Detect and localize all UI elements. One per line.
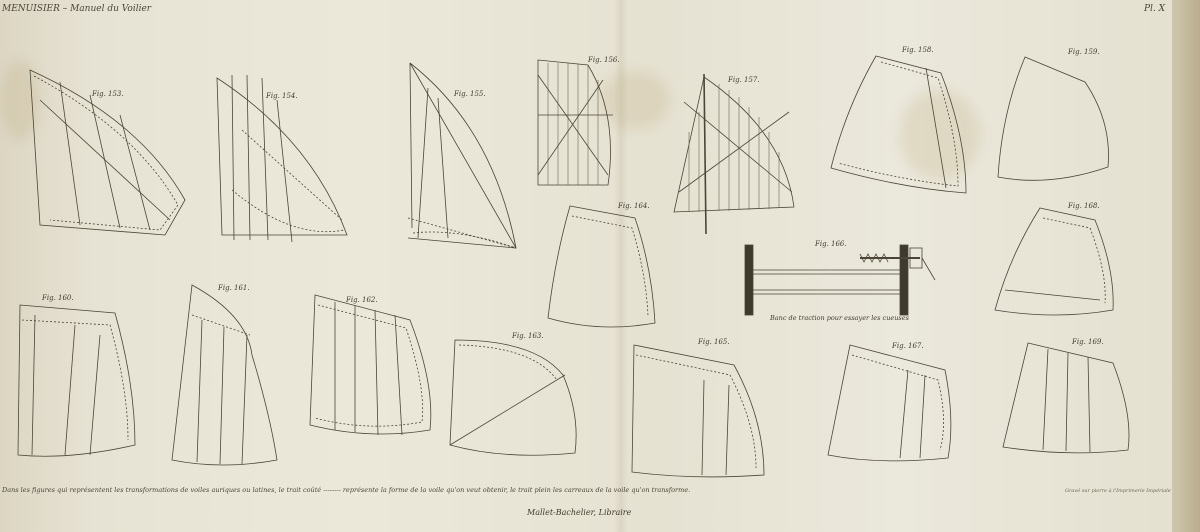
plate-caption: Dans les figures qui représentent les tr… bbox=[2, 486, 691, 494]
fig-156-drawing bbox=[537, 59, 613, 186]
fig-162-drawing bbox=[309, 294, 432, 436]
fig-161-label: Fig. 161. bbox=[218, 284, 250, 292]
fig-169-drawing bbox=[1002, 342, 1130, 454]
fig-154-drawing bbox=[216, 74, 348, 243]
publisher-imprint: Mallet-Bachelier, Libraire bbox=[527, 508, 632, 517]
fig-167-drawing bbox=[827, 344, 952, 462]
plate-header-left: MENUISIER – Manuel du Voilier bbox=[2, 4, 152, 14]
fig-155-drawing bbox=[407, 62, 517, 249]
fig-153-drawing bbox=[29, 69, 186, 236]
fig-154-label: Fig. 154. bbox=[266, 92, 298, 100]
fig-166-label: Fig. 166. bbox=[815, 240, 847, 248]
engraver-credit: Gravé sur pierre à l'Imprimerie Impérial… bbox=[1065, 488, 1171, 494]
fig-168-drawing bbox=[994, 207, 1114, 316]
foxing-stain bbox=[600, 70, 670, 130]
fig-157-label: Fig. 157. bbox=[728, 76, 760, 84]
fig-166-drawing bbox=[744, 244, 936, 316]
fig-165-drawing bbox=[631, 344, 765, 478]
fig-157-drawing bbox=[673, 73, 795, 235]
fig-168-label: Fig. 168. bbox=[1068, 202, 1100, 210]
fig-159-drawing bbox=[997, 56, 1109, 181]
fig-156-label: Fig. 156. bbox=[588, 56, 620, 64]
foxing-stain bbox=[900, 90, 980, 180]
fig-162-label: Fig. 162. bbox=[346, 296, 378, 304]
fig-161-drawing bbox=[171, 284, 278, 466]
fig-160-label: Fig. 160. bbox=[42, 294, 74, 302]
banc-caption: Banc de traction pour essayer les cueuse… bbox=[770, 314, 909, 322]
fig-167-label: Fig. 167. bbox=[892, 342, 924, 350]
plate-number: Pl. X bbox=[1144, 4, 1166, 14]
fig-158-label: Fig. 158. bbox=[902, 46, 934, 54]
fig-153-label: Fig. 153. bbox=[92, 90, 124, 98]
fig-164-drawing bbox=[547, 205, 656, 328]
fig-163-label: Fig. 163. bbox=[512, 332, 544, 340]
frame-edge bbox=[1172, 0, 1200, 532]
fig-160-drawing bbox=[17, 304, 136, 457]
fig-159-label: Fig. 159. bbox=[1068, 48, 1100, 56]
fig-164-label: Fig. 164. bbox=[618, 202, 650, 210]
page-fold bbox=[614, 0, 628, 532]
fig-155-label: Fig. 155. bbox=[454, 90, 486, 98]
fig-163-drawing bbox=[449, 339, 577, 456]
fig-158-drawing bbox=[830, 55, 967, 194]
fig-169-label: Fig. 169. bbox=[1072, 338, 1104, 346]
fig-165-label: Fig. 165. bbox=[698, 338, 730, 346]
